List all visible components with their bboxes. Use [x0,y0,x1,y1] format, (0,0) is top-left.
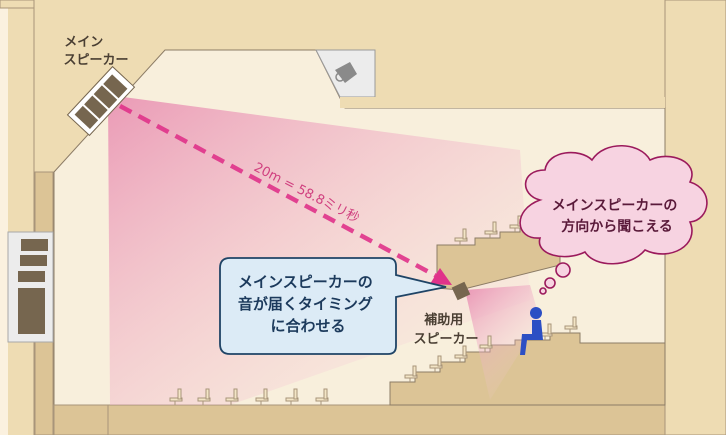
timing-callout [219,257,447,355]
floor [53,404,666,435]
main-speaker [66,65,136,137]
listener-icon [520,307,543,355]
perception-cloud [519,145,708,295]
aux-speaker-beam [465,285,540,400]
outer-wall-strip [0,0,8,435]
main-speaker-label: メイン スピーカー [63,35,128,68]
delay-path-arrow [118,104,442,280]
projector-icon [335,62,357,83]
aux-speaker [451,281,471,301]
timing-callout-text: メインスピーカーの 音が届くタイミング に合わせる [238,273,378,335]
perception-cloud-text: メインスピーカーの 方向から聞こえる [552,198,683,235]
aux-speaker-label: 補助用 スピーカー [413,312,478,347]
arrow-head [430,268,452,285]
main-speaker-beam [108,95,530,405]
